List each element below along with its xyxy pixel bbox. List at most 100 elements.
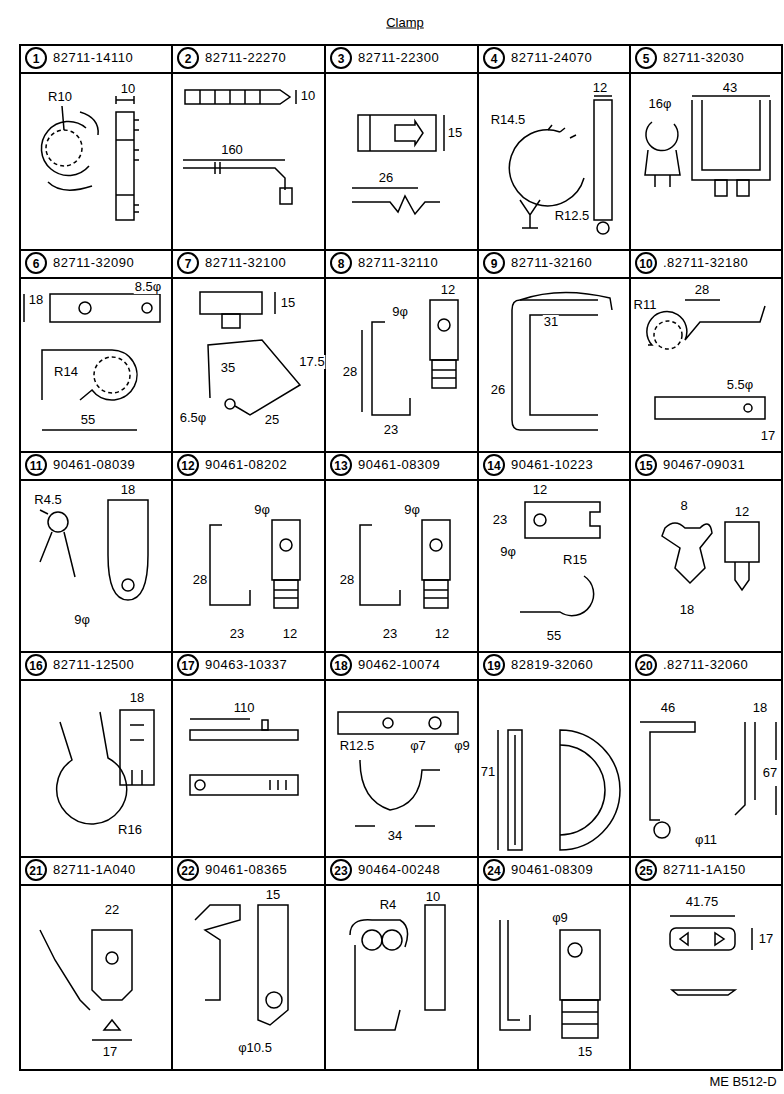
dimension-label: 41.75 — [685, 895, 720, 909]
dimension-label: 10 — [120, 82, 136, 96]
part-number: 82819-32060 — [511, 657, 593, 672]
part-number: 82711-22270 — [205, 50, 286, 65]
callout-number: 22 — [177, 859, 199, 881]
catalog-cell: 90461-0830924 — [477, 856, 631, 1071]
callout-text: 12 — [181, 459, 194, 473]
dimension-label: 28 — [339, 573, 355, 587]
dimension-label: 12 — [734, 505, 750, 519]
catalog-cell: 90461-0836522 — [171, 856, 326, 1071]
callout-text: 25 — [639, 864, 652, 878]
dimension-label: R14 — [53, 365, 79, 379]
part-number: 82711-32110 — [358, 255, 438, 270]
callout-text: 4 — [491, 52, 498, 66]
callout-text: 24 — [487, 864, 500, 878]
catalog-cell: 90463-10337 17 — [171, 651, 326, 858]
dimension-label: 28 — [342, 365, 358, 379]
dimension-label: 12 — [282, 627, 298, 641]
callout-number: 13 — [330, 454, 352, 476]
dimension-label: R16 — [117, 823, 143, 837]
dimension-label: 15 — [447, 126, 463, 140]
page-title: Clamp — [386, 15, 424, 30]
callout-number: 4 — [483, 47, 505, 69]
callout-text: 23 — [334, 864, 347, 878]
dimension-label: 9φ — [253, 503, 271, 517]
dimension-label: φ9 — [453, 739, 471, 753]
dimension-label: R15 — [562, 553, 588, 567]
callout-number: 11 — [25, 454, 47, 476]
dimension-label: 23 — [492, 513, 508, 527]
callout-text: 5 — [643, 52, 650, 66]
dimension-label: 71 — [480, 765, 496, 779]
dimension-label: 25 — [264, 413, 280, 427]
callout-text: 13 — [334, 459, 347, 473]
dimension-label: 67 — [762, 766, 778, 780]
part-number: 82711-32160 — [511, 255, 592, 270]
dimension-label: 10 — [425, 890, 441, 904]
part-number: .82711-32180 — [663, 255, 748, 270]
callout-number: 3 — [330, 47, 352, 69]
callout-text: 21 — [29, 864, 42, 878]
callout-number: 5 — [635, 47, 657, 69]
dimension-label: φ9 — [551, 911, 569, 925]
dimension-label: 18 — [28, 293, 44, 307]
catalog-cell: 82711-22270 2 — [171, 44, 326, 251]
callout-text: 8 — [338, 257, 345, 271]
dimension-label: 160 — [220, 143, 244, 157]
part-number: 90463-10337 — [205, 657, 287, 672]
part-number: .82711-32060 — [663, 657, 748, 672]
part-number: 82711-22300 — [358, 50, 439, 65]
dimension-label: 26 — [490, 383, 506, 397]
catalog-cell: 82819-3206019 — [477, 651, 631, 858]
callout-number: 21 — [25, 859, 47, 881]
dimension-label: 8.5φ — [134, 280, 163, 294]
dimension-label: 9φ — [403, 503, 421, 517]
callout-text: 1 — [33, 52, 40, 66]
dimension-label: 15 — [577, 1045, 593, 1059]
dimension-label: 12 — [434, 627, 450, 641]
callout-number: 20 — [635, 654, 657, 676]
dimension-label: 35 — [220, 361, 236, 375]
dimension-label: 31 — [543, 315, 559, 329]
dimension-label: 9φ — [499, 545, 517, 559]
dimension-label: 12 — [532, 483, 548, 497]
callout-number: 2 — [177, 47, 199, 69]
callout-text: 17 — [181, 659, 194, 673]
callout-number: 10 — [635, 252, 657, 274]
callout-number: 8 — [330, 252, 352, 274]
callout-number: 24 — [483, 859, 505, 881]
dimension-label: 46 — [660, 701, 676, 715]
callout-number: 1 — [25, 47, 47, 69]
callout-number: 18 — [330, 654, 352, 676]
dimension-label: 8 — [679, 499, 688, 513]
catalog-cell: .82711-32180 10 — [629, 249, 783, 453]
dimension-label: 18 — [752, 701, 768, 715]
dimension-label: 110 — [233, 701, 256, 715]
dimension-label: 34 — [387, 829, 403, 843]
callout-number: 16 — [25, 654, 47, 676]
dimension-label: 12 — [440, 283, 456, 297]
callout-number: 7 — [177, 252, 199, 274]
callout-number: 17 — [177, 654, 199, 676]
dimension-label: 55 — [80, 413, 96, 427]
callout-number: 23 — [330, 859, 352, 881]
dimension-label: 55 — [546, 629, 562, 643]
catalog-cell: 82711-1A150 25 — [629, 856, 783, 1071]
catalog-cell: .82711-32060 20 — [629, 651, 783, 858]
dimension-label: 28 — [694, 283, 710, 297]
part-number: 82711-24070 — [511, 50, 592, 65]
dimension-label: 5.5φ — [726, 378, 755, 392]
callout-text: 16 — [29, 659, 42, 673]
dimension-label: 28 — [192, 573, 208, 587]
dimension-label: 15 — [265, 888, 281, 902]
dimension-label: 18 — [679, 603, 695, 617]
part-number: 90464-00248 — [358, 862, 440, 877]
dimension-label: φ11 — [694, 833, 718, 847]
part-number: 82711-1A150 — [663, 862, 746, 877]
callout-text: 22 — [181, 864, 194, 878]
dimension-label: R11 — [633, 298, 658, 312]
catalog-cell: 82711-141101 — [19, 44, 173, 251]
catalog-cell: 82711-1A04021 — [19, 856, 173, 1071]
dimension-label: R4 — [379, 898, 398, 912]
callout-number: 6 — [25, 252, 47, 274]
